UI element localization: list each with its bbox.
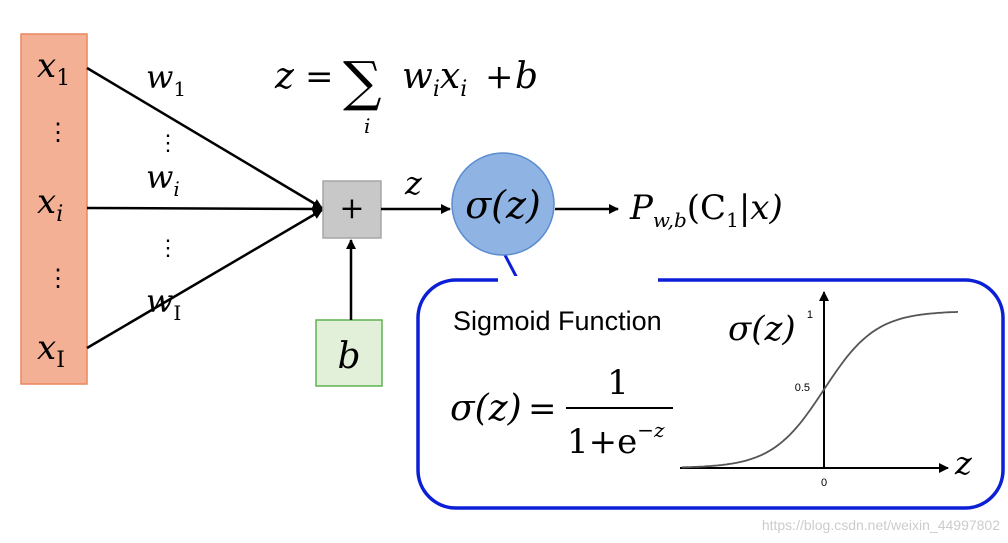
plot-y-tick-1: 1 <box>807 309 813 321</box>
svg-text:1: 1 <box>607 363 629 403</box>
svg-text:∑: ∑ <box>343 50 382 113</box>
plot-x-tick-0: 0 <box>821 477 827 489</box>
svg-text:=: = <box>528 389 557 429</box>
sum-node-label: + <box>339 191 364 226</box>
edge-xI-to-sum <box>86 208 323 350</box>
bias-node-label: b <box>337 336 360 377</box>
sigmoid-curve <box>682 311 959 469</box>
svg-text:wixi: wixi <box>402 56 467 102</box>
bias-node <box>315 319 383 387</box>
input-xi-label: xi <box>37 182 63 227</box>
callout-title: Sigmoid Function <box>453 306 662 336</box>
plot-y-tick-0.5: 0.5 <box>795 382 810 394</box>
weight-w1-label: w1 <box>146 58 186 101</box>
svg-text:z: z <box>274 56 295 97</box>
input-column <box>20 33 88 385</box>
svg-text:=: = <box>305 57 334 97</box>
input-xI-label: xI <box>37 328 65 373</box>
edge-xi-to-sum <box>86 203 323 214</box>
input-x1-label: x1 <box>37 46 70 91</box>
edge-x1-to-sum <box>86 66 323 210</box>
sigma-node-label: σ(z) <box>465 183 541 227</box>
plot-x-label: z <box>954 444 973 482</box>
sigmoid-plot: σ(z) z 1 0.5 0 <box>680 291 973 489</box>
sigma-node <box>451 152 555 256</box>
weight-ellipsis-bottom: ⋮ <box>157 236 179 261</box>
svg-text:σ(z): σ(z) <box>450 388 522 429</box>
weighted-sum-formula: z = ∑ i wixi + b <box>274 50 538 138</box>
watermark: https://blog.csdn.net/weixin_44997802 <box>762 517 1000 533</box>
edge-z-label: z <box>404 164 423 202</box>
sigmoid-formula: σ(z) = 1 1+e−z <box>450 363 673 462</box>
sigmoid-callout <box>416 235 1005 510</box>
svg-text:i: i <box>364 114 370 138</box>
svg-text:+: + <box>485 57 514 97</box>
sum-node <box>322 180 382 239</box>
svg-text:b: b <box>515 56 538 97</box>
input-ellipsis-bottom: ⋮ <box>46 264 70 292</box>
weight-wI-label: wI <box>146 282 181 325</box>
output-probability: Pw,b(C1|x) <box>629 188 783 232</box>
weight-wi-label: wi <box>146 158 180 201</box>
callout-box <box>416 278 1005 510</box>
plot-y-label: σ(z) <box>728 309 796 349</box>
input-ellipsis-top: ⋮ <box>46 118 70 146</box>
svg-text:1+e−z: 1+e−z <box>567 418 665 462</box>
weight-ellipsis-top: ⋮ <box>157 131 179 156</box>
